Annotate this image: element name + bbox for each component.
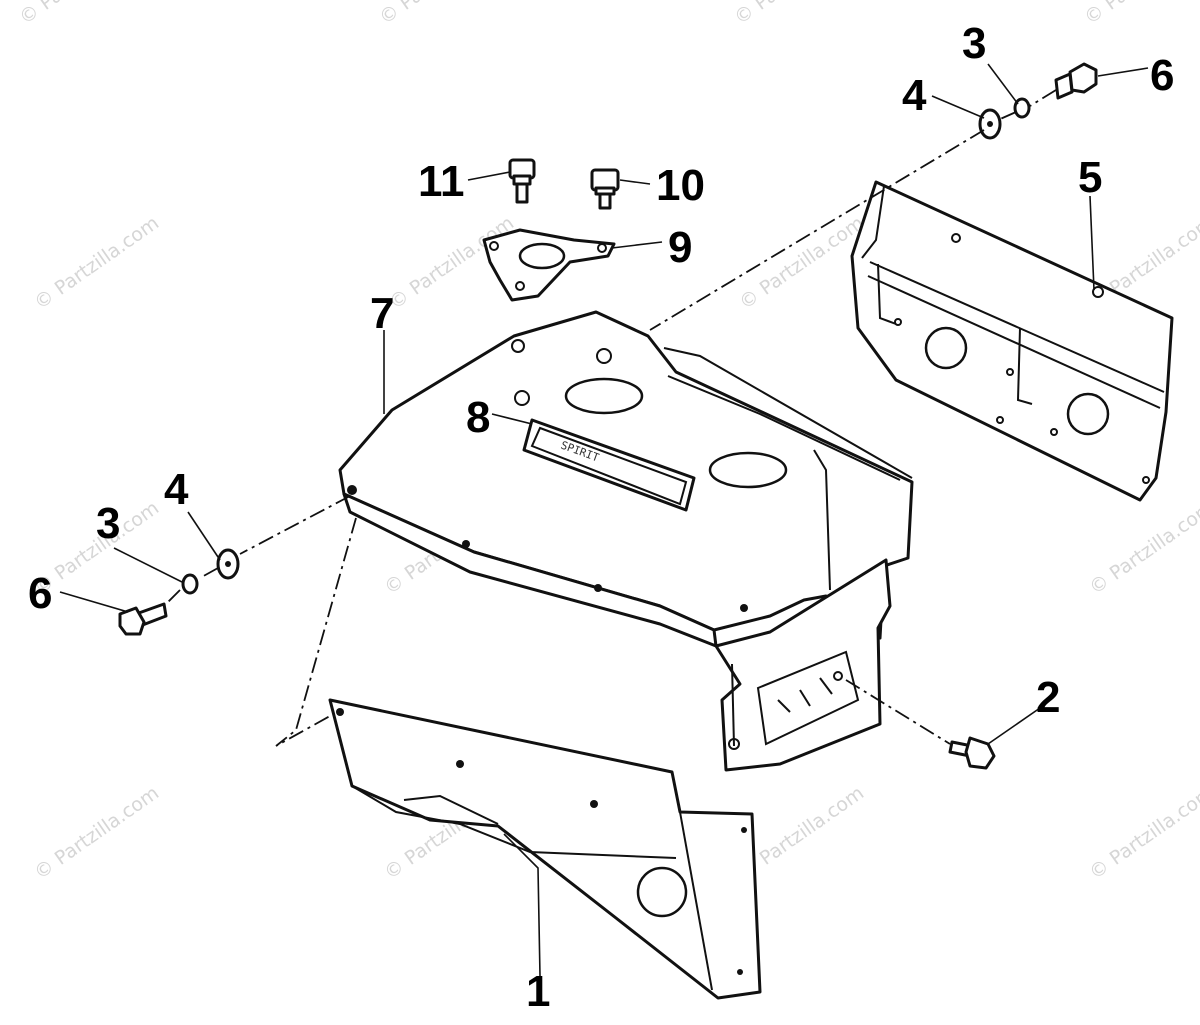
watermark: © Partzilla.com: [30, 782, 163, 884]
part-3-lockwasher-left: [181, 573, 199, 595]
callout-3-left: 3: [96, 499, 120, 548]
watermark: © Partzilla.com: [1080, 0, 1200, 29]
callout-7: 7: [370, 289, 394, 338]
part-6-bolt-right: [1054, 62, 1098, 100]
part-9-plate: [482, 228, 616, 302]
callout-1: 1: [526, 967, 550, 1016]
callout-9: 9: [668, 223, 692, 272]
part-11-bolt: [508, 158, 536, 204]
watermark: © Partzilla.com: [730, 0, 863, 29]
callout-6-left: 6: [28, 569, 52, 618]
part-2-bolt: [948, 736, 996, 770]
part-7-shroud: [338, 310, 914, 772]
part-8-decal: SPIRIT: [522, 418, 696, 512]
part-1-lower-bracket: [328, 698, 762, 1000]
watermark: © Partzilla.com: [735, 212, 868, 314]
watermark: © Partzilla.com: [15, 0, 148, 29]
callout-10: 10: [656, 161, 705, 210]
callout-11: 11: [418, 157, 465, 206]
part-6-bolt-left: [118, 602, 168, 636]
callout-2: 2: [1036, 673, 1060, 722]
watermark: © Partzilla.com: [375, 0, 508, 29]
callout-4-right: 4: [902, 71, 927, 120]
callout-6-right: 6: [1150, 51, 1174, 100]
watermark: © Partzilla.com: [1085, 782, 1200, 884]
watermark: © Partzilla.com: [1085, 497, 1200, 599]
callout-5: 5: [1078, 153, 1102, 202]
part-4-washer-left: [216, 548, 240, 580]
callout-4-left: 4: [164, 465, 189, 514]
callout-8: 8: [466, 393, 490, 442]
part-10-bolt: [590, 168, 620, 210]
callout-labels: 1 2 3 4 6 7 8 9 10 11 4 3 6 5: [28, 19, 1174, 1016]
alignment-lines: [167, 89, 1057, 747]
part-4-washer-right: [978, 108, 1002, 140]
watermark: © Partzilla.com: [30, 212, 163, 314]
callout-3-right: 3: [962, 19, 986, 68]
leader-lines: [59, 63, 1149, 977]
part-5-rear-plate: [850, 180, 1174, 502]
